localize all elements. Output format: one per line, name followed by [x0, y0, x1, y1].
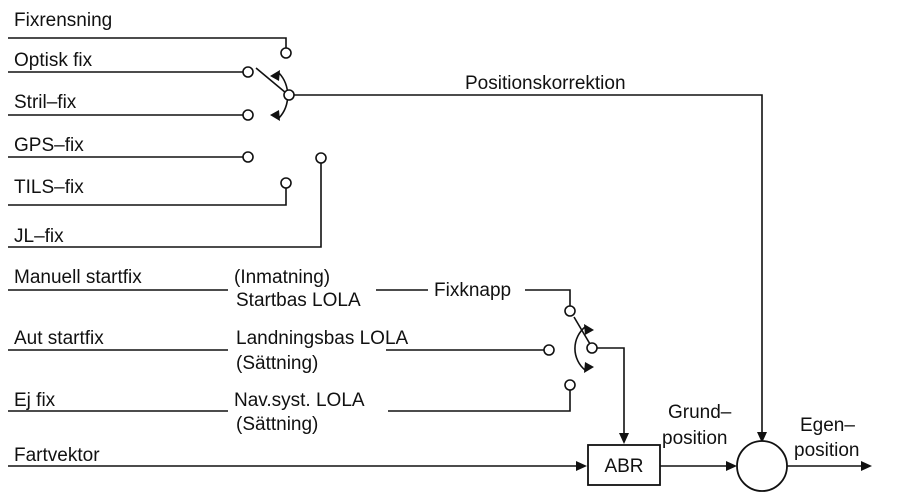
lower-rotary-arrow-head-bottom	[584, 362, 594, 373]
rotary-arrow-head-bottom	[270, 110, 280, 121]
label-fixrensning: Fixrensning	[14, 10, 112, 31]
contact-navsyst	[564, 379, 576, 391]
lola-sources: (Inmatning) Startbas LOLA Fixknapp Landn…	[234, 267, 576, 435]
label-fixknapp: Fixknapp	[434, 280, 511, 301]
rotary-arrow-head-top	[270, 70, 280, 81]
label-sattning-2: (Sättning)	[236, 414, 318, 435]
arrow-abr-to-node	[726, 461, 737, 471]
contact-fixrensning	[280, 47, 292, 59]
label-sattning-1: (Sättning)	[236, 353, 318, 374]
lower-rotary-pivot	[586, 342, 598, 354]
contact-landningsbas	[543, 344, 555, 356]
line-fixknapp-to-switch	[525, 289, 571, 306]
lower-rotary-arc	[574, 326, 586, 371]
arrow-egenposition	[861, 461, 872, 471]
label-stril-fix: Stril–fix	[14, 92, 77, 113]
rotary-wiper	[255, 67, 287, 94]
contact-tils-fix	[280, 177, 292, 189]
abr-block	[587, 444, 661, 486]
label-navsyst-lola: Nav.syst. LOLA	[234, 390, 365, 411]
label-grund-line2: position	[662, 428, 728, 449]
contact-jl-fix	[315, 152, 327, 164]
lower-rotary-switch	[573, 316, 629, 444]
label-ej-fix: Ej fix	[14, 390, 56, 411]
output-chain: Fartvektor ABR Grund– position Egen– pos…	[8, 402, 872, 492]
contact-optisk-fix	[242, 66, 254, 78]
label-landningsbas-lola: Landningsbas LOLA	[236, 328, 409, 349]
upper-rotary-switch	[255, 67, 295, 121]
label-positionskorrektion: Positionskorrektion	[465, 73, 626, 94]
lower-rotary-arrow-head-top	[584, 324, 594, 335]
label-gps-fix: GPS–fix	[14, 135, 84, 156]
arrow-to-abr	[619, 433, 629, 444]
label-tils-fix: TILS–fix	[14, 177, 84, 198]
rotary-pivot	[283, 89, 295, 101]
line-switch-to-abr	[597, 347, 625, 437]
label-manuell-startfix: Manuell startfix	[14, 267, 142, 288]
label-inmatning: (Inmatning)	[234, 267, 330, 288]
line-tils-fix	[8, 188, 287, 206]
start-fix-inputs: Manuell startfix Aut startfix Ej fix	[8, 267, 228, 412]
label-jl-fix: JL–fix	[14, 226, 64, 247]
contact-gps-fix	[242, 151, 254, 163]
arrow-to-summing-node	[757, 432, 767, 443]
label-fartvektor: Fartvektor	[14, 445, 100, 466]
line-positionskorrektion	[294, 94, 763, 436]
label-aut-startfix: Aut startfix	[14, 328, 104, 349]
label-optisk-fix: Optisk fix	[14, 50, 93, 71]
position-correction-path: Positionskorrektion	[294, 73, 767, 443]
contact-stril-fix	[242, 109, 254, 121]
line-fixrensning	[8, 37, 287, 48]
line-jl-fix	[8, 163, 322, 248]
label-egen-line1: Egen–	[800, 415, 855, 436]
contact-fixknapp	[564, 305, 576, 317]
arrow-fartvektor-to-abr	[576, 461, 587, 471]
upper-fix-inputs: Fixrensning Optisk fix Stril–fix GPS–fix…	[8, 10, 327, 248]
line-navsyst	[388, 390, 571, 412]
lower-rotary-wiper	[573, 316, 591, 345]
label-startbas-lola: Startbas LOLA	[236, 290, 361, 311]
summing-node	[736, 440, 788, 492]
label-grund-line1: Grund–	[668, 402, 732, 423]
label-abr: ABR	[604, 456, 643, 477]
label-egen-line2: position	[794, 440, 860, 461]
